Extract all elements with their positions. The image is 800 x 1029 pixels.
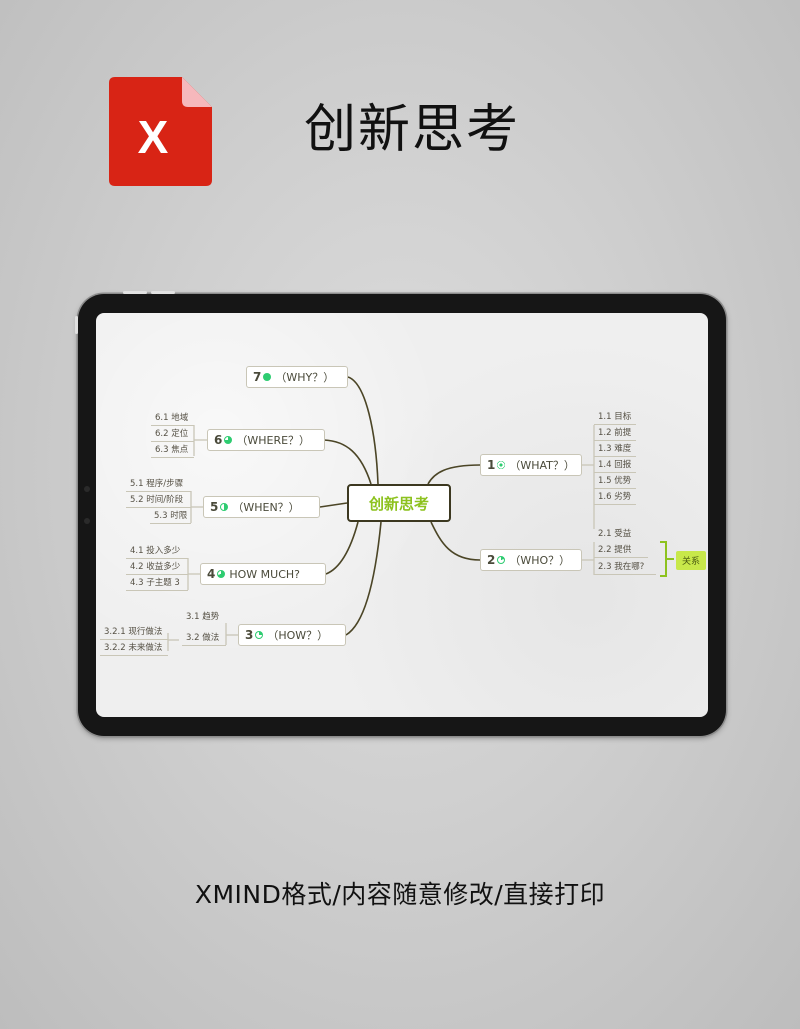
progress-icon (217, 570, 226, 578)
central-topic[interactable]: 创新思考 (347, 484, 451, 522)
topic-why[interactable]: 7 （WHY？） (246, 366, 348, 388)
topic-where[interactable]: 6 （WHERE？） (207, 429, 325, 451)
subtopic-2-3[interactable]: 2.3 我在哪? (594, 559, 656, 575)
subtopic-1-5[interactable]: 1.5 优势 (594, 473, 636, 489)
subtopic-4-1[interactable]: 4.1 投入多少 (126, 543, 188, 559)
subtopic-5-2[interactable]: 5.2 时间/阶段 (126, 492, 191, 508)
subtopic-5-1[interactable]: 5.1 程序/步骤 (126, 476, 191, 492)
subtopic-3-2[interactable]: 3.2 做法 (182, 630, 226, 646)
subtopic-4-3[interactable]: 4.3 子主题 3 (126, 575, 188, 591)
topic-how-much[interactable]: 4 HOW MUCH? (200, 563, 326, 585)
svg-text:X: X (138, 111, 169, 163)
volume-button (123, 291, 147, 294)
subtopic-3-1[interactable]: 3.1 趋势 (186, 612, 220, 622)
target-icon (497, 461, 506, 469)
subtopic-1-2[interactable]: 1.2 前提 (594, 425, 636, 441)
xmind-file-icon: X (109, 77, 212, 186)
check-icon (263, 373, 272, 381)
subtopic-2-2[interactable]: 2.2 提供 (594, 542, 648, 558)
topic-when[interactable]: 5 （WHEN？） (203, 496, 320, 518)
progress-icon (224, 436, 233, 444)
sensor-icon (84, 518, 90, 524)
subtopic-2-1[interactable]: 2.1 受益 (598, 529, 632, 539)
camera-icon (84, 486, 90, 492)
subtopic-1-4[interactable]: 1.4 回报 (594, 457, 636, 473)
subtopic-6-3[interactable]: 6.3 焦点 (151, 442, 194, 458)
volume-button (151, 291, 175, 294)
subtopic-3-2-2[interactable]: 3.2.2 未来做法 (100, 640, 168, 656)
subtopic-1-6[interactable]: 1.6 劣势 (594, 489, 636, 505)
subtopic-4-2[interactable]: 4.2 收益多少 (126, 559, 188, 575)
topic-who[interactable]: 2 （WHO？） (480, 549, 582, 571)
subtopic-6-2[interactable]: 6.2 定位 (151, 426, 194, 442)
subtopic-5-3[interactable]: 5.3 时限 (150, 508, 191, 524)
progress-icon (497, 556, 506, 564)
footer-caption: XMIND格式/内容随意修改/直接打印 (194, 880, 606, 909)
subtopic-3-2-1[interactable]: 3.2.1 现行做法 (100, 624, 168, 640)
subtopic-6-1[interactable]: 6.1 地域 (151, 410, 194, 426)
subtopic-1-1[interactable]: 1.1 目标 (594, 409, 636, 425)
half-progress-icon (220, 503, 229, 511)
mindmap-canvas: 创新思考 7 （WHY？） 6 （WHERE？） 6.1 地域 6.2 定位 6… (96, 313, 708, 717)
page-title: 创新思考 (304, 100, 521, 160)
connector-lines (167, 376, 674, 651)
boundary-label[interactable]: 关系 (676, 551, 706, 570)
power-button (75, 316, 78, 334)
tablet-frame: 创新思考 7 （WHY？） 6 （WHERE？） 6.1 地域 6.2 定位 6… (75, 291, 726, 736)
subtopic-1-3[interactable]: 1.3 难度 (594, 441, 636, 457)
topic-what[interactable]: 1 （WHAT？） (480, 454, 582, 476)
progress-icon (255, 631, 264, 639)
topic-how[interactable]: 3 （HOW？） (238, 624, 346, 646)
